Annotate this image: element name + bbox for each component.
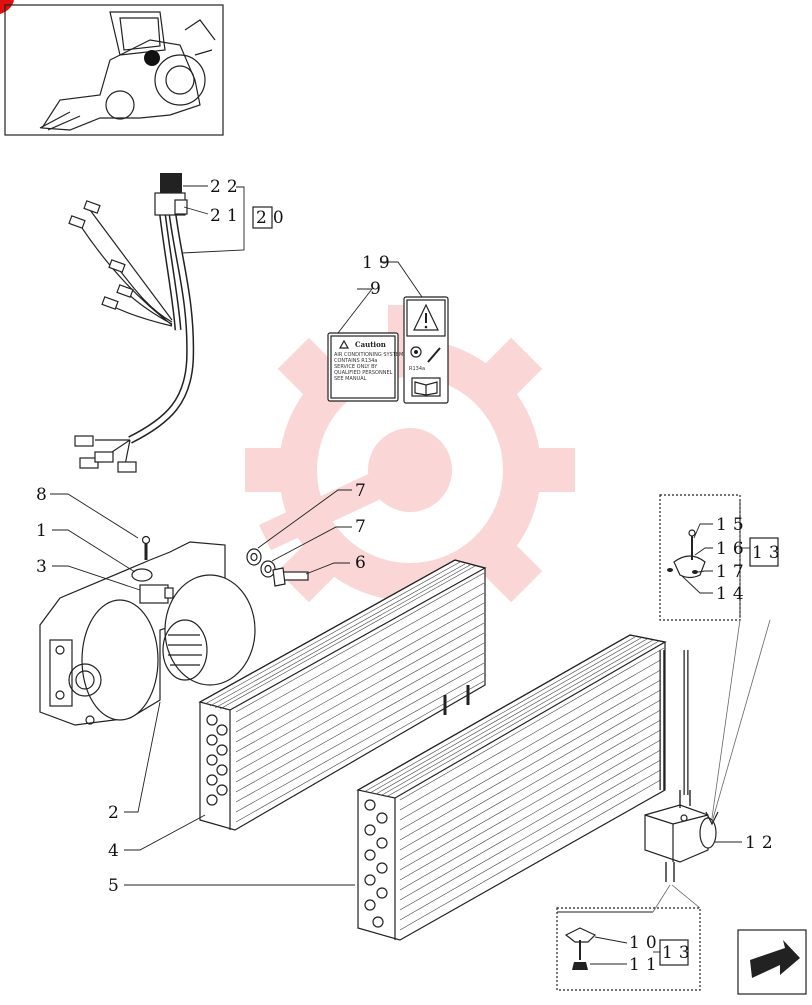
- callout-12: 12: [745, 833, 779, 853]
- caution-line: AIR CONDITIONING SYSTEM: [334, 352, 403, 358]
- callout-9: 9: [370, 279, 387, 299]
- callout-box: [252, 206, 273, 229]
- caution-line: QUALIFIED PERSONNEL: [334, 370, 393, 376]
- callout-8: 8: [36, 485, 53, 505]
- callout-box: [659, 939, 689, 966]
- callout-21: 21: [210, 206, 244, 226]
- leader-lines: [50, 185, 742, 965]
- washer: [260, 560, 276, 578]
- blower-housing: [39, 535, 256, 726]
- callout-4: 4: [108, 841, 125, 861]
- caution-title: Caution: [355, 340, 386, 349]
- gear-icon: [410, 346, 422, 358]
- corner-badge: [0, 0, 14, 14]
- wire-harness: [68, 173, 195, 473]
- caution-line: SERVICE ONLY BY: [334, 364, 378, 370]
- callout-11: 11: [629, 955, 663, 975]
- callout-2: 2: [108, 803, 125, 823]
- callout-20: 20: [256, 208, 290, 228]
- caution-line: CONTAINS R134a: [334, 358, 377, 364]
- nav-arrow-icon[interactable]: [737, 929, 807, 995]
- callout-15: 15: [716, 515, 750, 535]
- warning-triangle-icon: [413, 303, 439, 331]
- callout-6: 6: [355, 553, 372, 573]
- expansion-valve: [644, 790, 717, 882]
- callout-17: 17: [716, 562, 750, 582]
- callout-10: 10: [629, 933, 663, 953]
- washer: [246, 548, 262, 566]
- evaporator-core: [356, 634, 689, 941]
- callout-22: 22: [210, 177, 244, 197]
- callout-1: 1: [36, 521, 53, 541]
- callout-3: 3: [36, 557, 53, 577]
- book-icon: [414, 381, 438, 396]
- heater-core: [198, 559, 487, 831]
- caution-decal: Caution AIR CONDITIONING SYSTEM CONTAINS…: [327, 332, 403, 402]
- callout-7: 7: [355, 481, 372, 501]
- detail-box-clip: [556, 884, 701, 991]
- callout-7: 7: [355, 517, 372, 537]
- callout-5: 5: [108, 876, 125, 896]
- callout-box: [749, 537, 779, 567]
- callout-13: 13: [662, 943, 696, 963]
- callout-19: 19: [362, 253, 396, 273]
- wrench-icon: [427, 347, 441, 363]
- tractor-thumbnail: [4, 4, 224, 136]
- callout-14: 14: [716, 584, 750, 604]
- bolt: [272, 567, 309, 587]
- detail-box-clamp: [659, 494, 771, 826]
- refrigerant-decal: R134a: [403, 296, 449, 404]
- callout-16: 16: [716, 539, 750, 559]
- caution-line: SEE MANUAL: [334, 376, 367, 382]
- refrigerant-label: R134a: [409, 366, 425, 372]
- callout-13: 13: [752, 543, 786, 563]
